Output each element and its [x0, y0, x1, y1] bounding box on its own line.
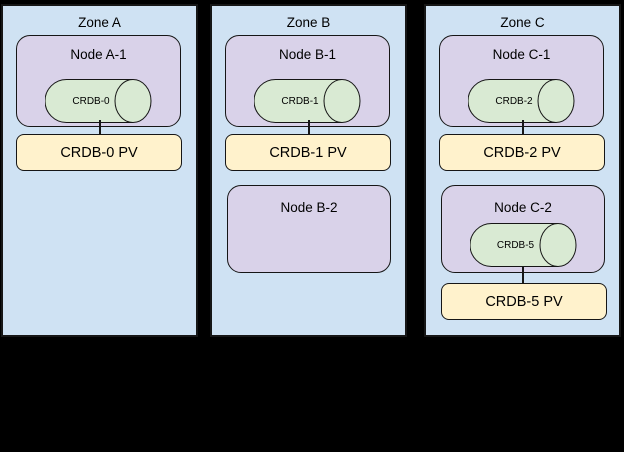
crdb-2-pv: CRDB-2 PV: [439, 134, 605, 171]
node-c2: Node C-2 CRDB-5: [441, 185, 605, 273]
zone-b: Zone B Node B-1 CRDB-1 CRDB-1 PV Node B-…: [210, 4, 407, 337]
zone-c: Zone C Node C-1 CRDB-2 CRDB-2 PV Node C-…: [424, 4, 621, 337]
crdb-0-pv: CRDB-0 PV: [16, 134, 182, 171]
crdb-0-cylinder-icon: CRDB-0: [45, 79, 152, 123]
crdb-1-label: CRDB-1: [281, 95, 319, 107]
node-a1-title: Node A-1: [70, 47, 127, 62]
node-c1-title: Node C-1: [492, 47, 551, 62]
connector-crdb2-pv: [521, 120, 524, 136]
crdb-5-cylinder-icon: CRDB-5: [469, 223, 577, 267]
node-c2-title: Node C-2: [494, 200, 552, 215]
crdb-2-label: CRDB-2: [495, 95, 533, 107]
node-c1: Node C-1 CRDB-2: [439, 35, 604, 127]
crdb-2-cylinder-icon: CRDB-2: [468, 79, 575, 123]
crdb-0-label: CRDB-0: [72, 95, 110, 107]
node-b2: Node B-2: [227, 185, 391, 273]
connector-crdb0-pv: [98, 120, 101, 136]
node-b1: Node B-1 CRDB-1: [225, 35, 390, 127]
crdb-1-cylinder-icon: CRDB-1: [254, 79, 361, 123]
crdb-5-label: CRDB-5: [496, 239, 535, 251]
node-b2-title: Node B-2: [280, 200, 338, 215]
zone-a-title: Zone A: [78, 15, 121, 30]
node-b1-title: Node B-1: [278, 47, 337, 62]
node-a1: Node A-1 CRDB-0: [16, 35, 181, 127]
connector-crdb1-pv: [307, 120, 310, 136]
connector-crdb5-pv: [521, 266, 524, 285]
crdb-5-pv: CRDB-5 PV: [441, 283, 607, 320]
zone-c-title: Zone C: [500, 15, 545, 30]
zone-b-title: Zone B: [286, 15, 331, 30]
crdb-1-pv: CRDB-1 PV: [225, 134, 391, 171]
zone-a: Zone A Node A-1 CRDB-0 CRDB-0 PV: [1, 4, 198, 337]
